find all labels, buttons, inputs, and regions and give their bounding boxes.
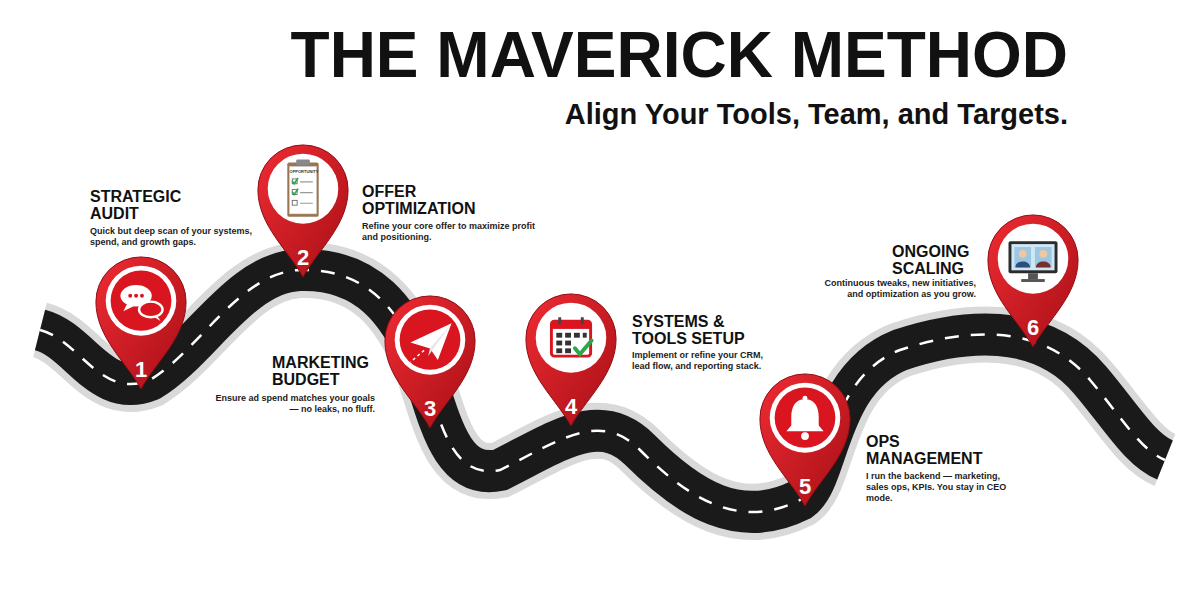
step-description: Implement or refine your CRM, lead flow,… [632, 350, 780, 372]
step-description: I run the backend — marketing, sales ops… [866, 471, 1016, 504]
page-title: THE MAVERICK METHOD [291, 22, 1068, 88]
step-heading: OPS MANAGEMENT [866, 433, 1001, 467]
step-heading: ONGOING SCALING [892, 243, 980, 277]
step-heading: OFFER OPTIMIZATION [362, 183, 497, 217]
map-pin: 6ONGOING SCALINGContinuous tweaks, new i… [984, 213, 1082, 349]
step-number: 1 [92, 358, 190, 382]
step-description: Quick but deep scan of your systems, spe… [90, 226, 265, 248]
step-number: 2 [254, 246, 352, 270]
step-description: Ensure ad spend matches your goals — no … [205, 393, 375, 415]
map-pin: 5OPS MANAGEMENTI run the backend — marke… [756, 372, 854, 508]
page-subtitle: Align Your Tools, Team, and Targets. [565, 98, 1068, 130]
map-pin: 4SYSTEMS & TOOLS SETUPImplement or refin… [522, 292, 620, 428]
step-number: 4 [522, 395, 620, 419]
map-pin: 2OFFER OPTIMIZATIONRefine your core offe… [254, 143, 352, 279]
step-heading: STRATEGIC AUDIT [90, 188, 205, 222]
map-pin: 3MARKETING BUDGETEnsure ad spend matches… [381, 294, 479, 430]
step-heading: SYSTEMS & TOOLS SETUP [632, 313, 762, 347]
map-pin: 1STRATEGIC AUDITQuick but deep scan of y… [92, 255, 190, 391]
icon-label: OPPORTUNITY [288, 169, 320, 174]
step-number: 3 [381, 397, 479, 421]
step-description: Continuous tweaks, new initiatives, and … [806, 278, 976, 300]
step-number: 6 [984, 316, 1082, 340]
step-heading: MARKETING BUDGET [272, 354, 378, 388]
step-description: Refine your core offer to maximize profi… [362, 221, 547, 243]
step-number: 5 [756, 475, 854, 499]
